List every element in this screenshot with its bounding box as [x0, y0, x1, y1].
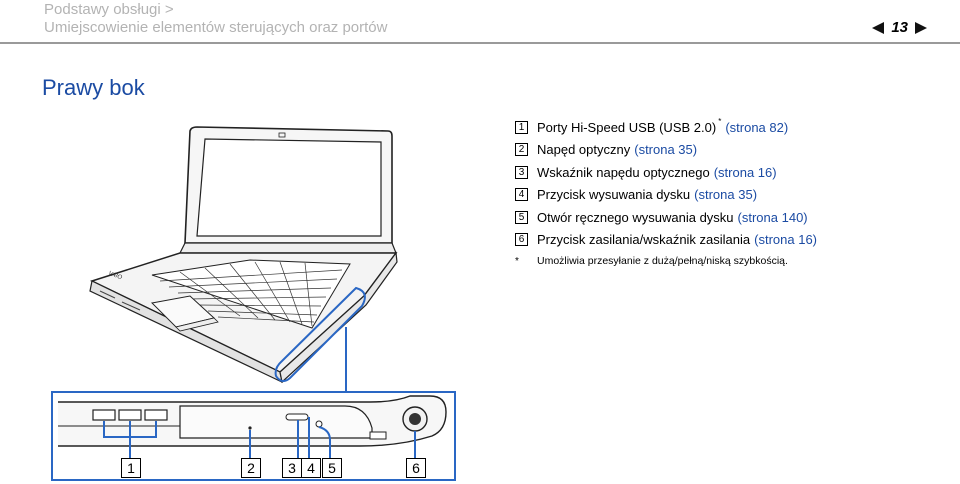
- right-side-highlight: [274, 286, 366, 382]
- item-marker: 2: [515, 143, 528, 157]
- item-list: 1 Porty Hi-Speed USB (USB 2.0) * (strona…: [515, 116, 817, 271]
- optical-drive: [179, 405, 373, 439]
- callout-6: 6: [406, 458, 426, 478]
- list-item: 3 Wskaźnik napędu optycznego (strona 16): [515, 161, 817, 184]
- list-item: 4 Przycisk wysuwania dysku (strona 35): [515, 184, 817, 207]
- item-marker: 4: [515, 188, 528, 202]
- touchpad-buttons: [175, 317, 219, 332]
- usb-port-2: [118, 409, 142, 421]
- item-text: Przycisk wysuwania dysku: [537, 187, 691, 203]
- header-rule: [0, 42, 960, 44]
- item-text: Wskaźnik napędu optycznego: [537, 164, 710, 180]
- item-text: Przycisk zasilania/wskaźnik zasilania: [537, 232, 751, 248]
- item-text: Otwór ręcznego wysuwania dysku: [537, 209, 734, 225]
- item-page-link[interactable]: (strona 140): [737, 209, 808, 225]
- list-item: 1 Porty Hi-Speed USB (USB 2.0) * (strona…: [515, 116, 817, 139]
- callout-4: 4: [301, 458, 321, 478]
- front-ports: [99, 290, 141, 311]
- usb-port-1: [92, 409, 116, 421]
- header-breadcrumb-line2[interactable]: Umiejscowienie elementów sterujących ora…: [44, 19, 388, 36]
- manual-eject-hole: [315, 420, 323, 428]
- next-page-icon[interactable]: [914, 21, 928, 35]
- page-navigator: 13: [871, 19, 928, 36]
- callout-2: 2: [241, 458, 261, 478]
- item-marker: 3: [515, 165, 528, 179]
- footnote-text: Umożliwia przesyłanie z dużą/pełną/niską…: [537, 255, 788, 267]
- keyboard: [151, 259, 351, 329]
- item-text: Porty Hi-Speed USB (USB 2.0): [537, 119, 717, 135]
- drive-indicator: [248, 426, 252, 430]
- item-marker: 1: [515, 120, 528, 134]
- item-page-link[interactable]: (strona 16): [754, 232, 818, 248]
- webcam: [278, 132, 286, 138]
- page-number: 13: [891, 19, 908, 36]
- laptop-base-side: [279, 251, 398, 384]
- item-page-link[interactable]: (strona 35): [694, 187, 758, 203]
- item-page-link[interactable]: (strona 82): [725, 119, 789, 135]
- footnote: * Umożliwia przesyłanie z dużą/pełną/nis…: [515, 251, 817, 271]
- callout-5: 5: [322, 458, 342, 478]
- side-detail-frame: [51, 391, 456, 481]
- usb-port-3: [144, 409, 168, 421]
- footnote-marker: *: [515, 255, 519, 267]
- prev-page-icon[interactable]: [871, 21, 885, 35]
- callout-1: 1: [121, 458, 141, 478]
- list-item: 5 Otwór ręcznego wysuwania dysku (strona…: [515, 206, 817, 229]
- keyboard-keys: [159, 261, 343, 327]
- item-page-link[interactable]: (strona 35): [634, 142, 698, 158]
- eject-button: [285, 413, 309, 421]
- list-item: 6 Przycisk zasilania/wskaźnik zasilania …: [515, 229, 817, 252]
- callout-3: 3: [282, 458, 302, 478]
- item-page-link[interactable]: (strona 16): [713, 164, 777, 180]
- laptop-screen: [196, 138, 382, 237]
- item-marker: 5: [515, 210, 528, 224]
- laptop-hinge: [179, 242, 397, 254]
- header-breadcrumb-line1[interactable]: Podstawy obsługi >: [44, 1, 174, 18]
- item-marker: 6: [515, 233, 528, 247]
- item-text: Napęd optyczny: [537, 142, 631, 158]
- section-title: Prawy bok: [42, 75, 145, 100]
- list-item: 2 Napęd optyczny (strona 35): [515, 139, 817, 162]
- callout-leaders: [103, 417, 416, 458]
- footnote-ref: *: [718, 116, 722, 126]
